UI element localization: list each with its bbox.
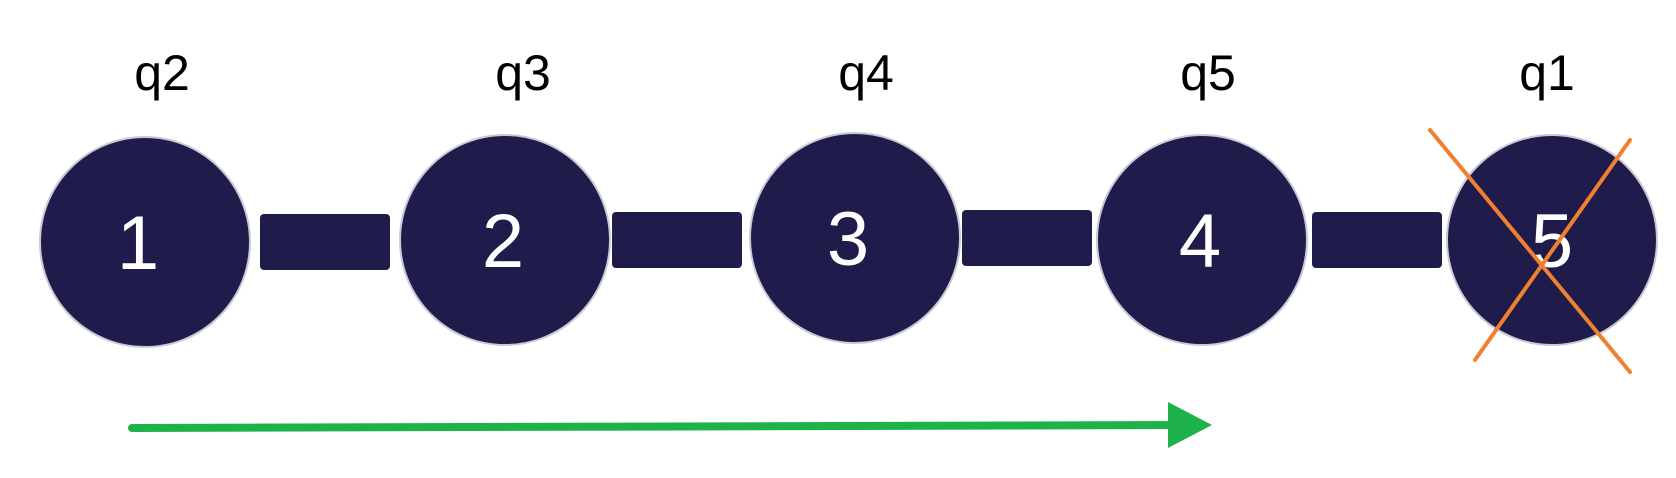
cross-stroke-1 [1428, 128, 1632, 374]
arrow-shaft [128, 421, 1189, 432]
node-circle [1446, 134, 1658, 346]
node-5: q1 5 [1428, 45, 1658, 374]
node-number: 4 [1179, 199, 1221, 284]
node-circle [1096, 134, 1308, 346]
edges [260, 210, 1442, 270]
node-label: q5 [1180, 45, 1236, 101]
removed-cross-icon [1428, 128, 1632, 374]
node-circle [39, 136, 251, 348]
node-4: q5 4 [1096, 45, 1308, 346]
node-number: 2 [482, 199, 524, 284]
node-label: q3 [495, 45, 551, 101]
node-label: q4 [838, 45, 894, 101]
arrow-head [1168, 402, 1212, 448]
node-3: q4 3 [749, 45, 961, 344]
edge-4-5 [1312, 212, 1442, 268]
node-number: 1 [117, 201, 159, 286]
node-circle [399, 134, 611, 346]
node-2: q3 2 [399, 45, 611, 346]
edge-2-3 [612, 212, 742, 268]
node-1: q2 1 [39, 45, 251, 348]
cross-stroke-2 [1473, 138, 1632, 362]
node-label: q2 [134, 45, 190, 101]
edge-1-2 [260, 214, 390, 270]
edge-3-4 [962, 210, 1092, 266]
node-circle [749, 132, 961, 344]
direction-arrow-icon [128, 402, 1212, 448]
node-number: 3 [827, 197, 869, 282]
node-label: q1 [1519, 45, 1575, 101]
